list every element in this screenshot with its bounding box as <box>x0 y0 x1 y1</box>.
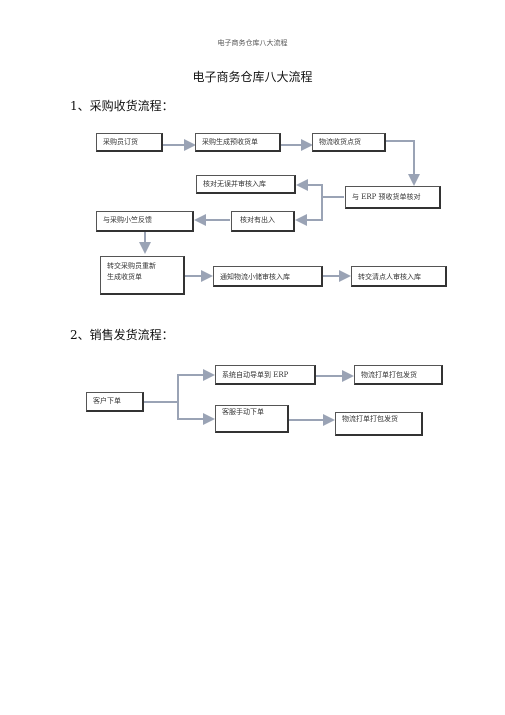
node-verify-no-error: 核对无误并审核入库 <box>196 175 296 194</box>
node-logistics-check: 物流收货点货 <box>312 133 386 152</box>
node-resubmit-line2: 生成收货单 <box>107 273 142 281</box>
node-create-receipt: 采购生成预收货单 <box>195 133 281 152</box>
node-purchaser-order: 采购员订货 <box>96 133 163 152</box>
node-manual-order: 客服手动下单 <box>215 405 289 433</box>
node-pack-ship-manual: 物流打单打包发货 <box>335 412 423 436</box>
node-resubmit-line1: 转交采购员重新 <box>107 262 156 270</box>
node-notify-review: 通知物流小储审核入库 <box>213 266 323 287</box>
node-verify-discrepancy: 核对有出入 <box>231 211 295 232</box>
node-auto-import: 系统自动导单到 ERP <box>215 365 316 385</box>
document-title: 电子商务仓库八大流程 <box>192 70 313 84</box>
arrow-customer-branch <box>144 369 215 403</box>
node-feedback: 与采购小竺反馈 <box>96 211 194 232</box>
arrow-check-to-erp <box>386 140 420 186</box>
section-heading-sales: 2、销售发货流程： <box>70 328 174 342</box>
section-heading-purchase: 1、采购收货流程： <box>70 99 174 113</box>
node-erp-check: 与 ERP 预收货单核对 <box>345 186 441 209</box>
node-resubmit: 转交采购员重新 生成收货单 <box>100 256 185 295</box>
node-count-in: 转交清点人审核入库 <box>351 266 447 287</box>
arrow-erp-to-verify <box>296 179 344 198</box>
page-header: 电子商务仓库八大流程 <box>217 39 288 47</box>
node-pack-ship-auto: 物流打单打包发货 <box>354 365 443 385</box>
arrow-erp-to-discrepancy <box>295 197 323 226</box>
node-customer-order: 客户下单 <box>86 392 144 412</box>
arrow-customer-branch-lower <box>177 402 215 425</box>
